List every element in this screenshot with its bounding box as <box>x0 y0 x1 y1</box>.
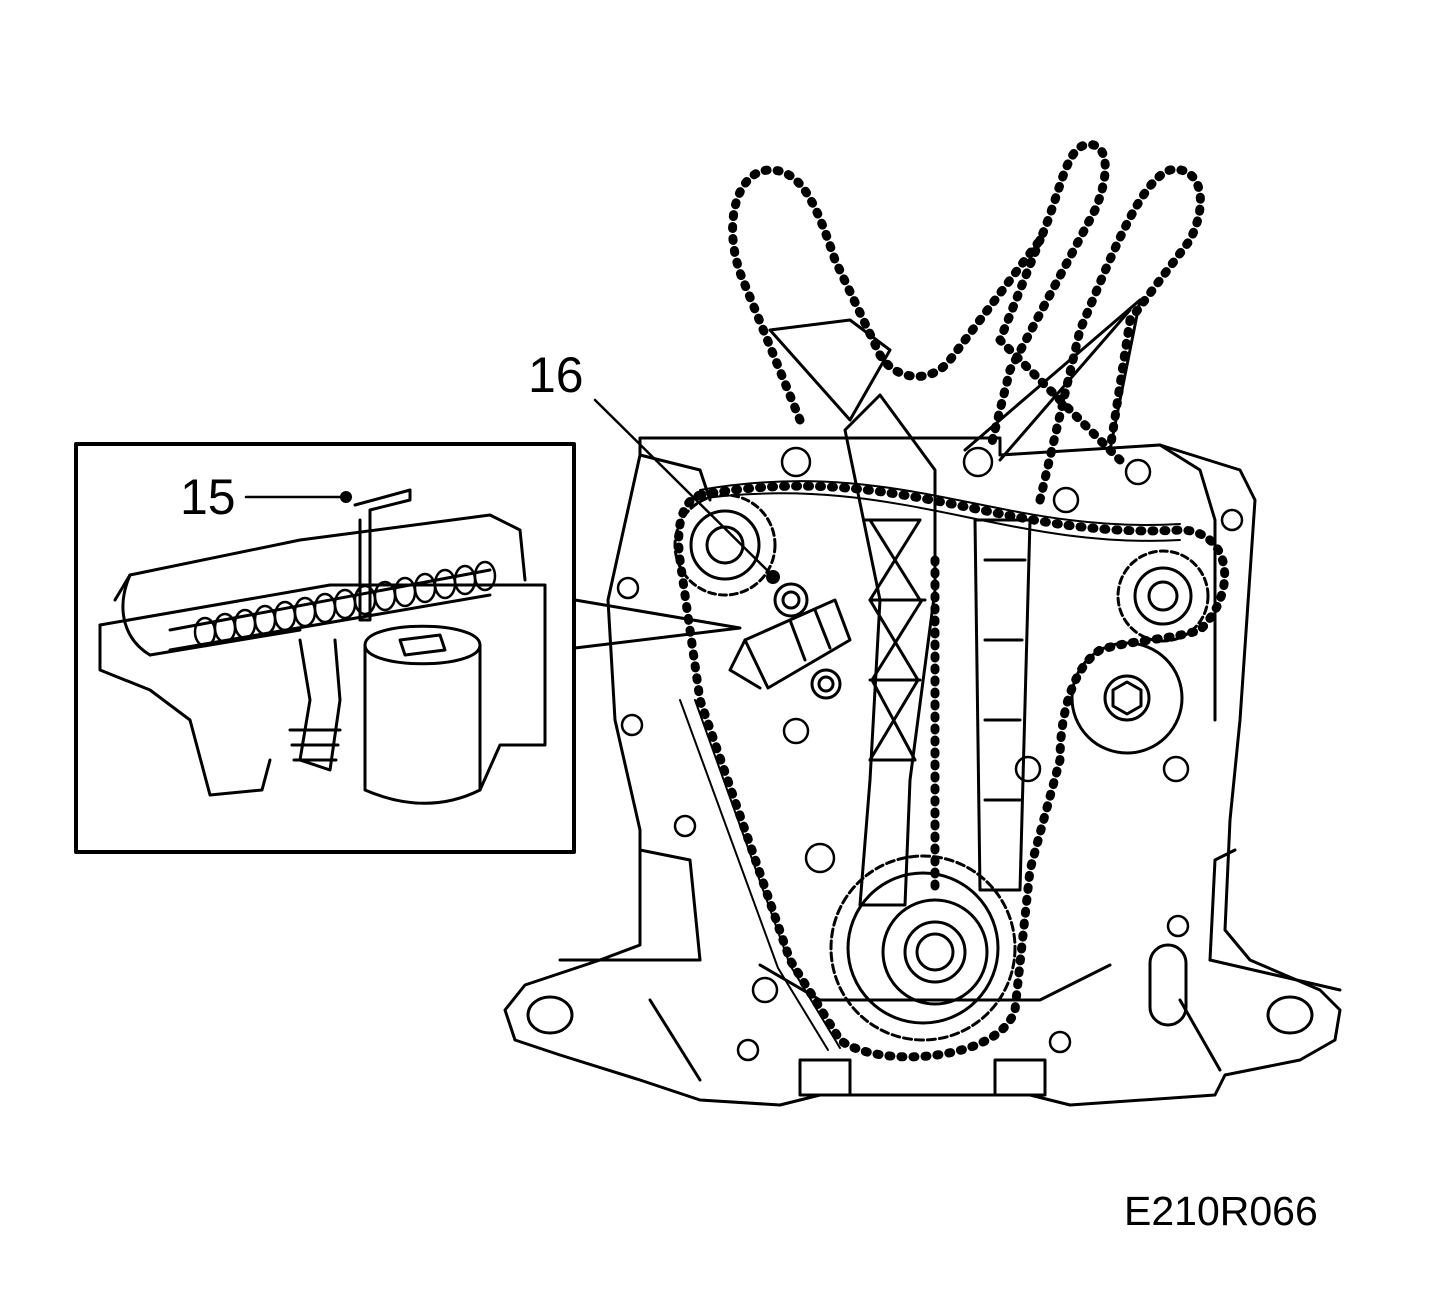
chain-tensioner <box>728 582 852 700</box>
callout-16: 16 <box>528 347 584 403</box>
detail-inset-frame <box>74 442 576 854</box>
chain-guide-rail <box>768 298 1142 907</box>
callout-dot-16 <box>766 570 780 584</box>
callout-dot-15 <box>340 491 352 503</box>
idler-sprocket-right <box>1116 549 1210 643</box>
mounting-holes <box>616 446 1244 1062</box>
callout-15: 15 <box>180 469 236 525</box>
idler-sprocket-upper-left <box>673 493 777 597</box>
inset-pointer <box>573 598 742 650</box>
timing-chain <box>674 140 1230 1062</box>
leader-16 <box>593 398 775 578</box>
figure-id: E210R066 <box>1124 1188 1318 1234</box>
timing-chain-edges <box>679 480 1181 1051</box>
tensioner-cutaway-detail <box>98 488 547 805</box>
pulley-right-lower <box>1070 641 1184 755</box>
crank-sprocket <box>829 854 1017 1042</box>
engine-block-outline <box>503 436 1342 1107</box>
